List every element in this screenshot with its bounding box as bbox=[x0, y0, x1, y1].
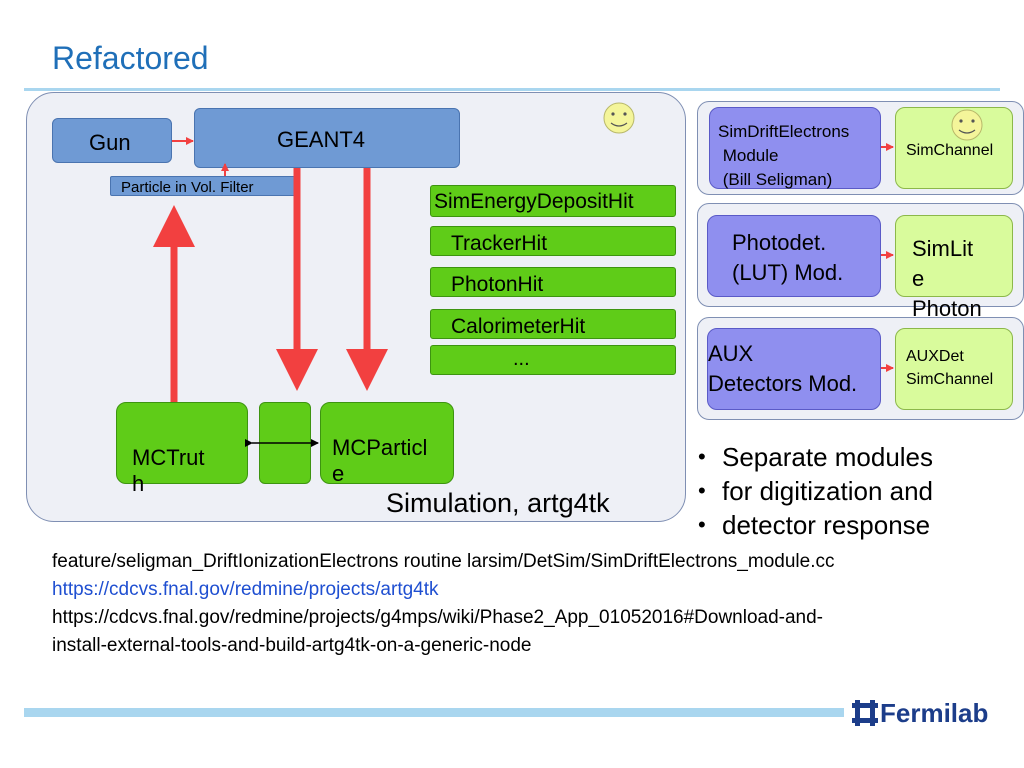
mctruth-label: MCTrut h bbox=[132, 445, 205, 496]
simlite-photon-box: SimLit e Photon bbox=[895, 215, 1013, 321]
calorimeter-hit-box: CalorimeterHit bbox=[430, 309, 676, 339]
fermilab-logo-text: Fermilab bbox=[880, 698, 989, 728]
simchannel-label: SimChannel bbox=[906, 142, 994, 159]
mcparticle-box: MCParticl e bbox=[320, 402, 454, 486]
more-hits-box: ... bbox=[430, 345, 676, 375]
title-divider bbox=[24, 88, 1000, 91]
bullet-item: detector response bbox=[698, 508, 933, 542]
slide-title: Refactored bbox=[52, 40, 209, 76]
geant4-label: GEANT4 bbox=[277, 127, 366, 152]
aux-simchannel-box: AUXDet SimChannel bbox=[895, 328, 1013, 410]
mctruth-box: MCTrut h bbox=[116, 402, 248, 496]
tracker-hit-label: TrackerHit bbox=[451, 232, 548, 255]
tracker-hit-box: TrackerHit bbox=[430, 226, 676, 256]
mcparticle-label: MCParticl e bbox=[332, 435, 428, 486]
photodet-module-label: Photodet. (LUT) Mod. bbox=[732, 230, 844, 285]
smiley-icon bbox=[951, 109, 983, 141]
footer-bar bbox=[24, 708, 844, 717]
gun-label: Gun bbox=[89, 130, 131, 155]
bullet-list: Separate modules for digitization and de… bbox=[698, 440, 933, 542]
bullet-item: Separate modules bbox=[698, 440, 933, 474]
reference-line: feature/seligman_DriftIonizationElectron… bbox=[52, 551, 835, 572]
photon-hit-label: PhotonHit bbox=[451, 273, 544, 296]
aux-module-label: AUX Detectors Mod. bbox=[708, 341, 858, 396]
photodet-module-box: Photodet. (LUT) Mod. bbox=[707, 215, 881, 297]
more-hits-label: ... bbox=[513, 348, 530, 370]
sim-energy-deposit-hit-box: SimEnergyDepositHit bbox=[430, 185, 676, 217]
aux-simchannel-label: AUXDet SimChannel bbox=[906, 348, 994, 388]
simulation-caption: Simulation, artg4tk bbox=[386, 488, 610, 518]
gun-box: Gun bbox=[52, 118, 172, 163]
drift-module-label: SimDriftElectrons Module (Bill Seligman) bbox=[718, 122, 850, 189]
sim-energy-deposit-hit-label: SimEnergyDepositHit bbox=[434, 190, 634, 213]
smiley-icon bbox=[603, 102, 635, 134]
references: feature/seligman_DriftIonizationElectron… bbox=[52, 548, 834, 660]
drift-module-box: SimDriftElectrons Module (Bill Seligman) bbox=[709, 107, 881, 189]
fermilab-mark-icon bbox=[852, 700, 878, 726]
reference-line: install-external-tools-and-build-artg4tk… bbox=[52, 635, 532, 656]
photon-hit-box: PhotonHit bbox=[430, 267, 676, 297]
aux-module-box: AUX Detectors Mod. bbox=[707, 328, 881, 410]
bullet-item: for digitization and bbox=[698, 474, 933, 508]
geant4-box: GEANT4 bbox=[194, 108, 460, 168]
artg4tk-link[interactable]: https://cdcvs.fnal.gov/redmine/projects/… bbox=[52, 579, 439, 600]
calorimeter-hit-label: CalorimeterHit bbox=[451, 315, 586, 338]
fermilab-logo: Fermilab bbox=[852, 698, 988, 729]
simlite-photon-label: SimLit e Photon bbox=[912, 236, 982, 321]
particle-filter-label: Particle in Vol. Filter bbox=[121, 179, 254, 196]
reference-line: https://cdcvs.fnal.gov/redmine/projects/… bbox=[52, 607, 824, 628]
